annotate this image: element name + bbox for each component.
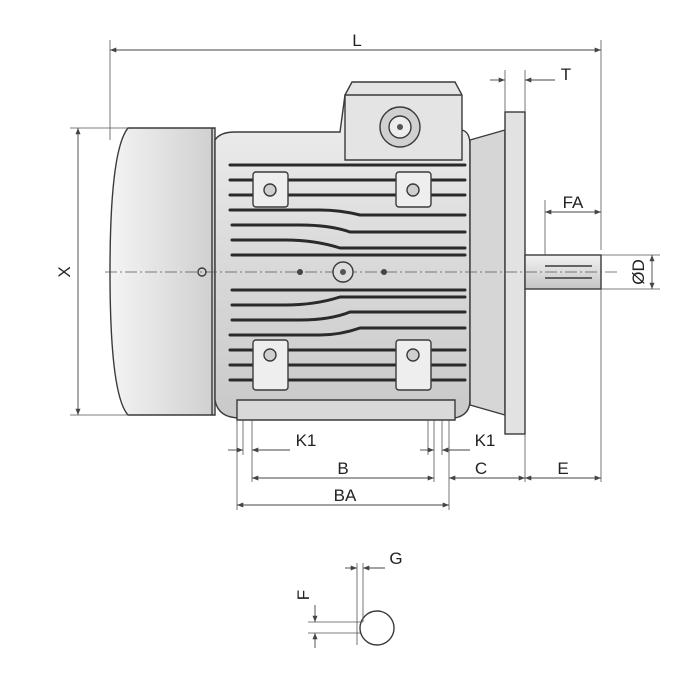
label-X: X xyxy=(55,266,74,277)
motor-side-view xyxy=(105,81,620,435)
dimension-lines xyxy=(70,40,660,510)
label-F: F xyxy=(294,590,313,600)
dimension-labels: L T FA X ØD K1 K1 B C E BA G F xyxy=(55,31,648,600)
label-BA: BA xyxy=(334,486,357,505)
label-L: L xyxy=(352,31,361,50)
label-K1-left: K1 xyxy=(296,431,317,450)
label-D: ØD xyxy=(629,259,648,285)
mounting-lugs xyxy=(252,171,432,391)
label-T: T xyxy=(561,65,571,84)
label-G: G xyxy=(389,549,402,568)
label-B: B xyxy=(337,459,348,478)
front-shield xyxy=(469,129,506,416)
label-C: C xyxy=(475,459,487,478)
flange xyxy=(504,111,526,435)
label-K1-right: K1 xyxy=(475,431,496,450)
feet xyxy=(236,399,456,421)
label-FA: FA xyxy=(563,193,584,212)
label-E: E xyxy=(557,459,568,478)
fan-cover xyxy=(109,127,216,416)
shaft-key-section xyxy=(308,563,395,648)
